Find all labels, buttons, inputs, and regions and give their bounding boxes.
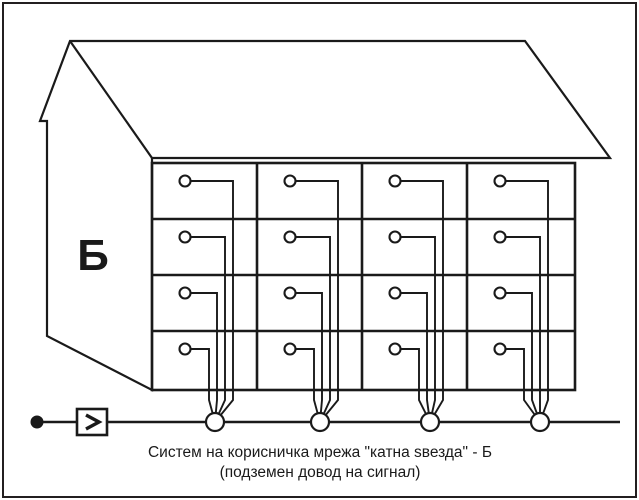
riser-wire bbox=[295, 292, 323, 423]
apartment-outlet bbox=[388, 174, 402, 188]
riser-wire bbox=[190, 348, 216, 423]
riser-wire bbox=[505, 292, 541, 423]
building-label: Б bbox=[77, 231, 109, 280]
caption-line-1: Систем на корисничка мрежа "катна ѕвезда… bbox=[148, 444, 492, 461]
riser-wire bbox=[505, 348, 541, 423]
riser-wire bbox=[400, 180, 444, 423]
apartment-outlet bbox=[493, 286, 507, 300]
riser-wire bbox=[295, 236, 331, 423]
amplifier-chevron-icon bbox=[85, 413, 103, 431]
riser-wire bbox=[400, 236, 436, 423]
riser-wire bbox=[190, 236, 226, 423]
apartment-outlet bbox=[283, 230, 297, 244]
amplifier-symbol bbox=[75, 407, 109, 437]
riser-wire bbox=[400, 348, 431, 423]
riser-junction-node bbox=[204, 411, 226, 433]
apartment-outlet bbox=[283, 342, 297, 356]
apartment-outlet bbox=[493, 230, 507, 244]
riser-wire bbox=[190, 180, 234, 423]
riser-wire bbox=[505, 236, 541, 422]
apartment-outlet bbox=[283, 286, 297, 300]
riser-junction-node bbox=[529, 411, 551, 433]
apartment-outlet bbox=[178, 174, 192, 188]
riser-wire bbox=[295, 180, 339, 423]
riser-junction-node bbox=[309, 411, 331, 433]
apartment-outlet bbox=[178, 342, 192, 356]
junction-node-layer bbox=[204, 411, 551, 433]
house-outline-group bbox=[38, 39, 613, 392]
apartment-outlet bbox=[283, 174, 297, 188]
apartment-grid bbox=[150, 161, 577, 392]
apartment-outlet bbox=[388, 286, 402, 300]
caption-line-2: (подземен довод на сигнал) bbox=[220, 464, 421, 481]
apartment-outlet bbox=[388, 342, 402, 356]
facade-rect bbox=[150, 161, 577, 392]
roof-left-slope bbox=[69, 40, 153, 159]
wiring-layer bbox=[178, 174, 549, 423]
house-silhouette bbox=[38, 39, 613, 392]
riser-wire bbox=[190, 292, 218, 423]
riser-wire bbox=[295, 348, 321, 423]
apartment-outlet bbox=[388, 230, 402, 244]
source-terminal-dot bbox=[30, 415, 44, 429]
apartment-outlet bbox=[178, 286, 192, 300]
riser-wire bbox=[400, 292, 431, 423]
riser-junction-node bbox=[419, 411, 441, 433]
apartment-outlet bbox=[493, 342, 507, 356]
apartment-outlet bbox=[178, 230, 192, 244]
apartment-outlet bbox=[493, 174, 507, 188]
riser-wire bbox=[505, 180, 549, 423]
